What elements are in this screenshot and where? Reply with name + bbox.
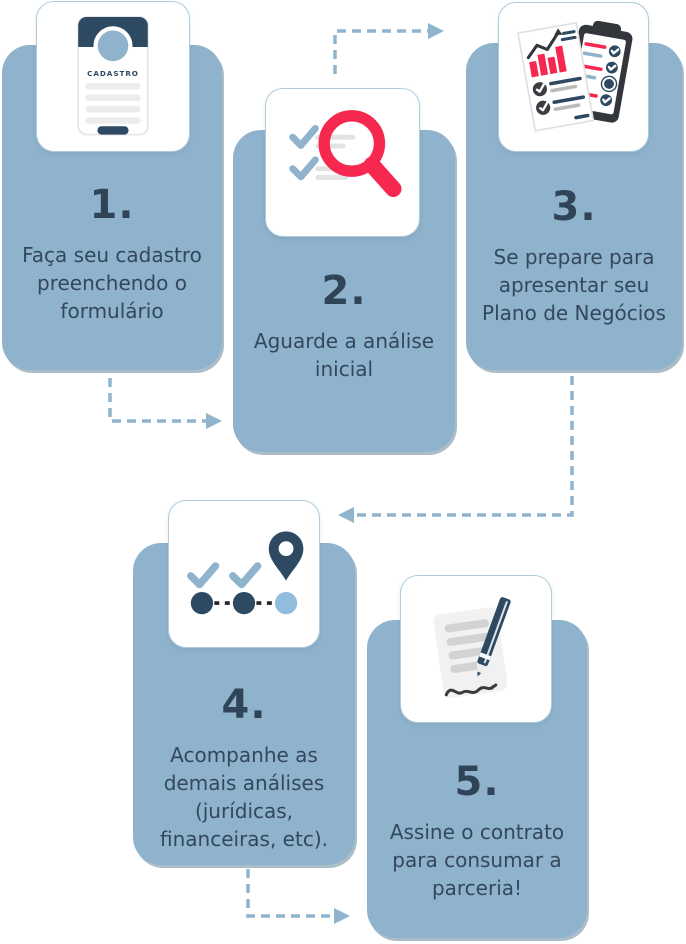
step-icon-card-3 (498, 2, 649, 152)
step-icon-card-5 (400, 575, 552, 723)
route-dot-pending (274, 591, 298, 615)
step-number: 5. (454, 759, 500, 805)
business-plan-documents-icon (516, 20, 632, 132)
step-number: 3. (551, 184, 597, 230)
check-icon (288, 124, 319, 149)
step-number: 4. (221, 682, 267, 728)
magnifier-checklist-icon (288, 109, 401, 197)
form-submit-button-shape (97, 125, 129, 135)
check-icon (187, 562, 220, 589)
arrowhead-right-icon (334, 908, 350, 924)
arrow-step1-to-step2 (108, 378, 206, 423)
progress-route-icon (187, 531, 304, 615)
arrow-step2-to-step3 (333, 29, 428, 74)
step-description: Aguarde a análise inicial (253, 329, 435, 381)
arrowhead-right-icon (428, 23, 444, 39)
step-description: Assine o contrato para consumar a parcer… (389, 820, 565, 900)
check-icon (229, 562, 262, 589)
step-description: Se prepare para apresentar seu Plano de … (482, 245, 666, 325)
signature-squiggle (444, 683, 498, 697)
step-icon-card-4 (168, 500, 320, 648)
arrowhead-right-icon (206, 413, 222, 429)
step-number: 2. (321, 268, 367, 314)
step-description: Acompanhe as demais análises (jurídicas,… (160, 743, 328, 851)
form-title-label: CADASTRO (87, 68, 139, 77)
report-page-icon (516, 21, 594, 132)
contract-signing-icon (433, 597, 511, 698)
arrowhead-left-icon (338, 507, 354, 523)
route-dot-done (190, 591, 214, 615)
route-dot-done (232, 591, 256, 615)
step-icon-card-2 (265, 88, 420, 237)
step-description: Faça seu cadastro preenchendo o formulár… (22, 243, 202, 323)
step-icon-card-1: CADASTRO (36, 1, 190, 152)
pen-icon (476, 597, 511, 677)
registration-form-icon: CADASTRO (77, 15, 149, 135)
arrow-step4-to-step5 (246, 869, 334, 918)
map-pin-icon (268, 531, 304, 581)
step-number: 1. (89, 182, 135, 228)
check-icon (288, 155, 319, 180)
